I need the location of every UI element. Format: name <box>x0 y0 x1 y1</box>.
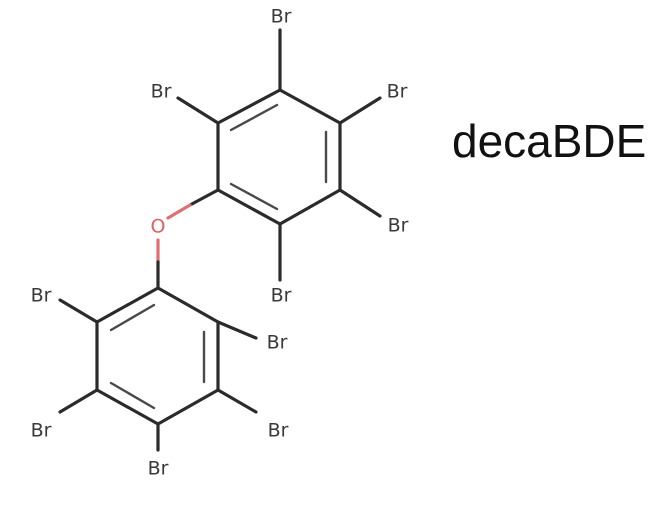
atom-br-bottom-upper-left: Br <box>31 285 52 307</box>
bond <box>156 388 220 426</box>
bond <box>95 388 160 426</box>
bond <box>216 188 282 226</box>
double-bond-inner <box>229 103 279 132</box>
bond <box>188 188 220 207</box>
bond <box>58 298 99 324</box>
bond <box>216 88 282 125</box>
atom-br-bottom: Br <box>148 458 169 480</box>
atom-br-top-left: Br <box>151 81 172 103</box>
atom-br-top-bottom: Br <box>271 285 292 307</box>
bond <box>216 320 258 340</box>
ether-bridge <box>156 188 220 290</box>
bond <box>278 88 342 125</box>
compound-name: decaBDE <box>452 115 647 167</box>
atom-br-bottom-lower-left: Br <box>31 420 52 442</box>
bond-oxygen <box>166 203 192 220</box>
double-bond-inner <box>109 381 156 410</box>
bond <box>278 188 342 226</box>
double-bond-inner <box>109 303 156 332</box>
bond <box>176 96 220 125</box>
atom-br-right: Br <box>388 215 409 237</box>
bond <box>338 96 382 125</box>
double-bond-inner <box>229 182 279 211</box>
bond <box>58 388 99 414</box>
bond <box>156 286 220 324</box>
bottom-benzene-ring <box>58 286 258 452</box>
top-benzene-ring <box>176 28 382 282</box>
atom-br-bottom-lower-right: Br <box>268 420 289 442</box>
bond <box>95 286 160 324</box>
bond <box>216 388 258 414</box>
atom-br-top: Br <box>271 6 292 28</box>
atom-br-bottom-upper-right: Br <box>267 332 288 354</box>
atom-o: O <box>151 216 166 238</box>
atom-labels: Br Br Br Br O Br Br Br Br Br Br <box>31 6 409 480</box>
bond <box>338 188 382 218</box>
atom-br-top-right: Br <box>387 81 408 103</box>
